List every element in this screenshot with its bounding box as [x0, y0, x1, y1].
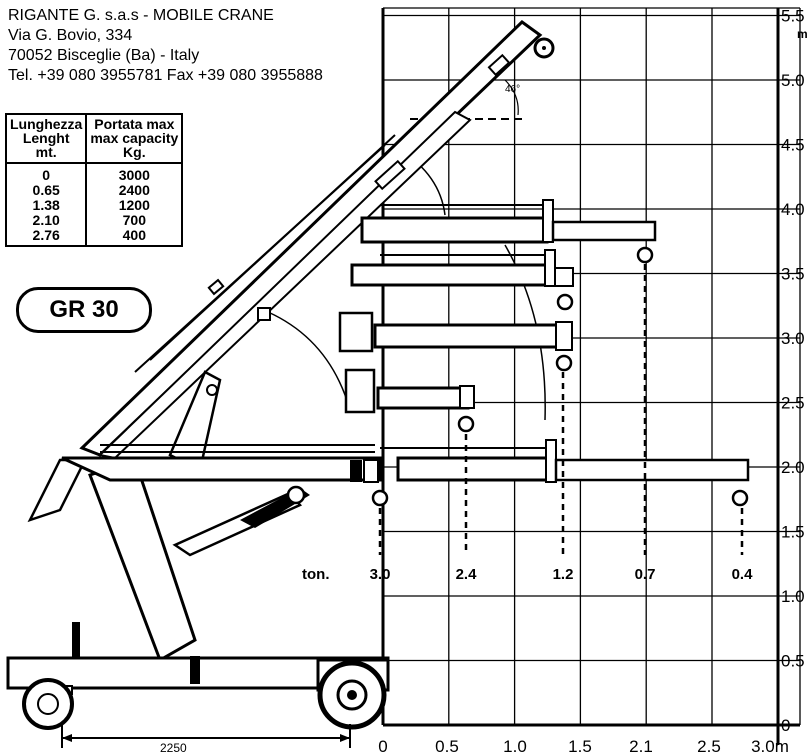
model-badge: GR 30: [16, 287, 152, 333]
table-row: 1.38 1200: [4, 197, 184, 212]
wheelbase-dimension: 2250: [61, 724, 351, 755]
x-axis-ticks: 0 0.5 1.0 1.5 2.1 2.5 3.0m: [378, 737, 789, 756]
y-tick-label: 3.5: [781, 265, 805, 284]
y-tick-label: 0.5: [781, 652, 805, 671]
capacity-cell: 1200: [85, 197, 184, 212]
capacity-header-en: max capacity: [90, 130, 179, 146]
company-city: 70052 Bisceglie (Ba) - Italy: [8, 47, 200, 64]
table-row: 2.76 400: [4, 227, 184, 246]
load-label: 0.4: [732, 566, 754, 583]
horizontal-boom-low: [61, 444, 389, 507]
x-tick-label: 2.1: [629, 737, 653, 756]
load-label: 1.2: [553, 566, 574, 583]
length-header: Lunghezza Lenght mt.: [4, 113, 88, 164]
capacity-cell: 2400: [85, 182, 184, 197]
inclined-boom: [79, 20, 555, 460]
front-wheel: [317, 660, 387, 730]
capacity-cell: 400: [85, 227, 184, 246]
length-cell: 2.76: [4, 227, 88, 246]
company-contact: Tel. +39 080 3955781 Fax +39 080 3955888: [8, 67, 323, 84]
load-drop-lines: [378, 264, 744, 555]
y-tick-label: 2.0: [781, 458, 805, 477]
load-label: 0.7: [635, 566, 656, 583]
capacity-header: Portata max max capacity Kg.: [85, 113, 184, 164]
length-cell: 1.38: [4, 197, 88, 212]
table-row: 0.65 2400: [4, 182, 184, 197]
y-tick-label: 4.0: [781, 200, 805, 219]
x-tick-label: 0.5: [435, 737, 459, 756]
y-tick-label: 1.5: [781, 523, 805, 542]
load-label: 2.4: [456, 566, 478, 583]
company-name: RIGANTE G. s.a.s - MOBILE CRANE: [8, 7, 274, 24]
ton-label: ton.: [302, 566, 330, 583]
x-tick-label: 3.0m: [751, 737, 789, 756]
rear-wheel: [22, 678, 74, 730]
length-cell: 2.10: [4, 212, 88, 227]
y-axis-unit: m: [797, 27, 808, 41]
table-row: 2.10 700: [4, 212, 184, 227]
crane-mast: [27, 458, 197, 663]
angle-label: 46°: [505, 84, 520, 95]
capacity-header-it: Portata max: [94, 116, 175, 132]
length-header-unit: mt.: [35, 144, 57, 160]
x-tick-label: 2.5: [697, 737, 721, 756]
capacity-cell: 3000: [85, 163, 184, 182]
y-tick-label: 5.5: [781, 7, 805, 26]
y-tick-label: 4.5: [781, 136, 805, 155]
capacity-table-header: Lunghezza Lenght mt. Portata max max cap…: [4, 113, 184, 164]
capacity-cell: 700: [85, 212, 184, 227]
length-header-en: Lenght: [22, 130, 70, 146]
y-axis-ticks: 0 0.5 1.0 1.5 2.0 2.5 3.0 3.5 4.0 4.5 5.0 5.5: [781, 7, 805, 736]
angle-arc: [504, 79, 519, 116]
y-tick-label: 2.5: [781, 394, 805, 413]
boom-swing-arc: [267, 311, 351, 411]
x-tick-label: 0: [378, 737, 387, 756]
length-cell: 0.65: [4, 182, 88, 197]
x-tick-label: 1.5: [568, 737, 592, 756]
company-address: Via G. Bovio, 334: [8, 27, 133, 44]
y-tick-label: 5.0: [781, 71, 805, 90]
extension-segments: [338, 199, 750, 507]
load-label: 3.0: [370, 566, 391, 583]
length-header-it: Lunghezza: [10, 116, 83, 132]
load-labels: 3.0 2.4 1.2 0.7 0.4: [370, 566, 754, 583]
table-row: 0 3000: [4, 163, 184, 182]
capacity-table: Lunghezza Lenght mt. Portata max max cap…: [4, 113, 184, 247]
length-cell: 0: [4, 163, 88, 182]
y-tick-label: 3.0: [781, 329, 805, 348]
y-tick-label: 0: [781, 716, 790, 735]
x-tick-label: 1.0: [503, 737, 527, 756]
capacity-header-unit: Kg.: [123, 144, 146, 160]
wheelbase-label: 2250: [160, 741, 187, 755]
company-header: RIGANTE G. s.a.s - MOBILE CRANE Via G. B…: [8, 6, 323, 86]
y-tick-label: 1.0: [781, 587, 805, 606]
